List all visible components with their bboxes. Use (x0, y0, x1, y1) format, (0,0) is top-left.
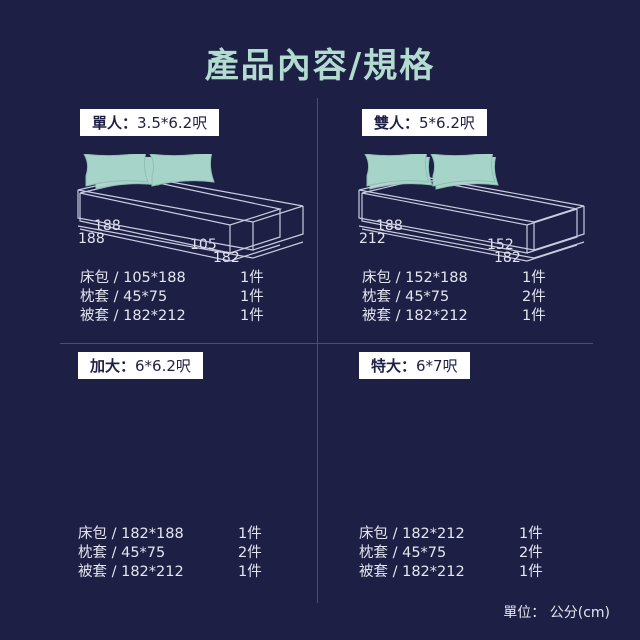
spec-row: 床包 / 182*212 1件 (359, 525, 543, 544)
size-label: 加大：6*6.2呎 (78, 352, 203, 379)
spec-item: 枕套 / 45*75 (362, 289, 450, 305)
spec-row: 枕套 / 45*75 2件 (78, 544, 262, 563)
spec-item: 床包 / 105*188 (80, 270, 186, 286)
spec-item: 枕套 / 45*75 (78, 545, 166, 561)
spec-qty: 1件 (238, 526, 262, 542)
spec-row: 床包 / 105*188 1件 (80, 269, 264, 288)
size-name: 加大： (90, 357, 136, 375)
spec-row: 枕套 / 45*75 2件 (362, 288, 546, 307)
width-dimension: 182 (494, 250, 521, 266)
vertical-divider (317, 98, 318, 603)
spec-row: 枕套 / 45*75 1件 (80, 288, 264, 307)
size-dimensions: 3.5*6.2呎 (137, 114, 208, 132)
spec-item: 床包 / 182*212 (359, 526, 465, 542)
size-dimensions: 6*7呎 (416, 357, 458, 375)
spec-qty: 1件 (522, 270, 546, 286)
spec-qty: 2件 (238, 545, 262, 561)
size-label: 特大：6*7呎 (359, 352, 470, 379)
bed-illustration (77, 151, 304, 259)
size-dimensions: 6*6.2呎 (135, 357, 191, 375)
spec-item: 被套 / 182*212 (80, 308, 186, 324)
spec-qty: 1件 (240, 289, 264, 305)
spec-qty: 1件 (240, 308, 264, 324)
spec-qty: 2件 (519, 545, 543, 561)
size-label: 雙人：5*6.2呎 (362, 109, 487, 136)
spec-row: 被套 / 182*212 1件 (80, 307, 264, 326)
unit-note: 單位： 公分(cm) (503, 605, 610, 621)
size-name: 單人： (92, 114, 138, 132)
spec-qty: 1件 (522, 308, 546, 324)
horizontal-divider (60, 343, 593, 344)
spec-item: 被套 / 182*212 (78, 564, 184, 580)
spec-qty: 1件 (240, 270, 264, 286)
size-name: 雙人： (374, 114, 420, 132)
spec-item: 床包 / 152*188 (362, 270, 468, 286)
size-label: 單人：3.5*6.2呎 (80, 109, 220, 136)
spec-row: 床包 / 152*188 1件 (362, 269, 546, 288)
spec-row: 床包 / 182*188 1件 (78, 525, 262, 544)
spec-row: 被套 / 182*212 1件 (78, 563, 262, 582)
spec-row: 枕套 / 45*75 2件 (359, 544, 543, 563)
spec-item: 床包 / 182*188 (78, 526, 184, 542)
spec-qty: 2件 (522, 289, 546, 305)
spec-item: 枕套 / 45*75 (80, 289, 168, 305)
spec-item: 枕套 / 45*75 (359, 545, 447, 561)
spec-qty: 1件 (519, 526, 543, 542)
width-dimension: 152 (487, 237, 514, 253)
width-dimension: 105 (190, 237, 217, 253)
length-dimension: 188 (78, 231, 105, 247)
spec-qty: 1件 (519, 564, 543, 580)
page-title: 產品內容/規格 (204, 46, 436, 86)
spec-item: 被套 / 182*212 (359, 564, 465, 580)
size-name: 特大： (371, 357, 417, 375)
bed-illustration (358, 151, 585, 259)
spec-item: 被套 / 182*212 (362, 308, 468, 324)
width-dimension: 182 (213, 250, 240, 266)
spec-qty: 1件 (238, 564, 262, 580)
length-dimension: 212 (359, 231, 386, 247)
spec-row: 被套 / 182*212 1件 (359, 563, 543, 582)
spec-row: 被套 / 182*212 1件 (362, 307, 546, 326)
size-dimensions: 5*6.2呎 (419, 114, 475, 132)
